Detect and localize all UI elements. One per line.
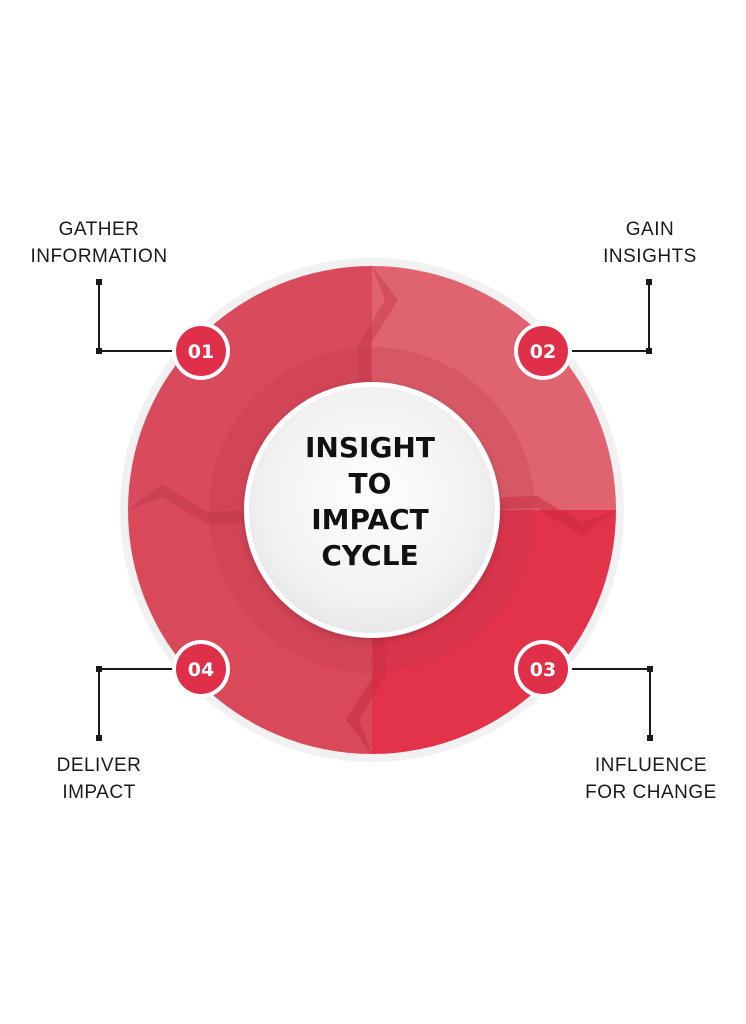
step-label-line: INSIGHTS [603, 246, 697, 267]
ring-segment-3 [372, 510, 616, 754]
connector-03 [564, 666, 653, 741]
svg-text:03: 03 [530, 659, 556, 681]
connector-02 [564, 279, 652, 354]
step-label-02: GAIN INSIGHTS [580, 216, 720, 270]
cycle-title-line: CYCLE [321, 539, 419, 572]
step-label-line: GAIN [625, 219, 675, 240]
ring-segment-1 [128, 266, 372, 510]
ring-segment-2 [372, 266, 616, 510]
step-label-03: INFLUENCE FOR CHANGE [572, 752, 730, 806]
step-label-line: INFLUENCE [594, 755, 708, 776]
arrow-notch-bottom [346, 620, 386, 754]
step-badge-04: 04 [172, 640, 230, 698]
arrow-notch-right [482, 496, 616, 536]
cycle-title-line: IMPACT [311, 503, 429, 536]
step-label-line: GATHER [58, 219, 140, 240]
svg-text:02: 02 [530, 341, 556, 363]
svg-text:01: 01 [188, 341, 214, 363]
step-label-01: GATHER INFORMATION [20, 216, 178, 270]
step-label-04: DELIVER IMPACT [40, 752, 158, 806]
connector-01 [96, 279, 180, 354]
step-label-line: IMPACT [62, 782, 136, 803]
cycle-title-line: TO [348, 467, 392, 500]
connector-04 [96, 666, 180, 741]
step-badge-02: 02 [514, 322, 572, 380]
svg-text:04: 04 [188, 659, 214, 681]
ring-segment-4 [128, 510, 372, 754]
step-badge-03: 03 [514, 640, 572, 698]
step-label-line: DELIVER [56, 755, 142, 776]
step-badge-01: 01 [172, 322, 230, 380]
step-label-line: INFORMATION [30, 246, 168, 267]
step-label-line: FOR CHANGE [585, 782, 717, 803]
center-disc [249, 387, 495, 633]
arrow-notch-left [128, 484, 262, 524]
arrow-notch-top [358, 266, 398, 400]
cycle-title: INSIGHT TO IMPACT CYCLE [245, 430, 495, 574]
cycle-title-line: INSIGHT [305, 431, 435, 464]
